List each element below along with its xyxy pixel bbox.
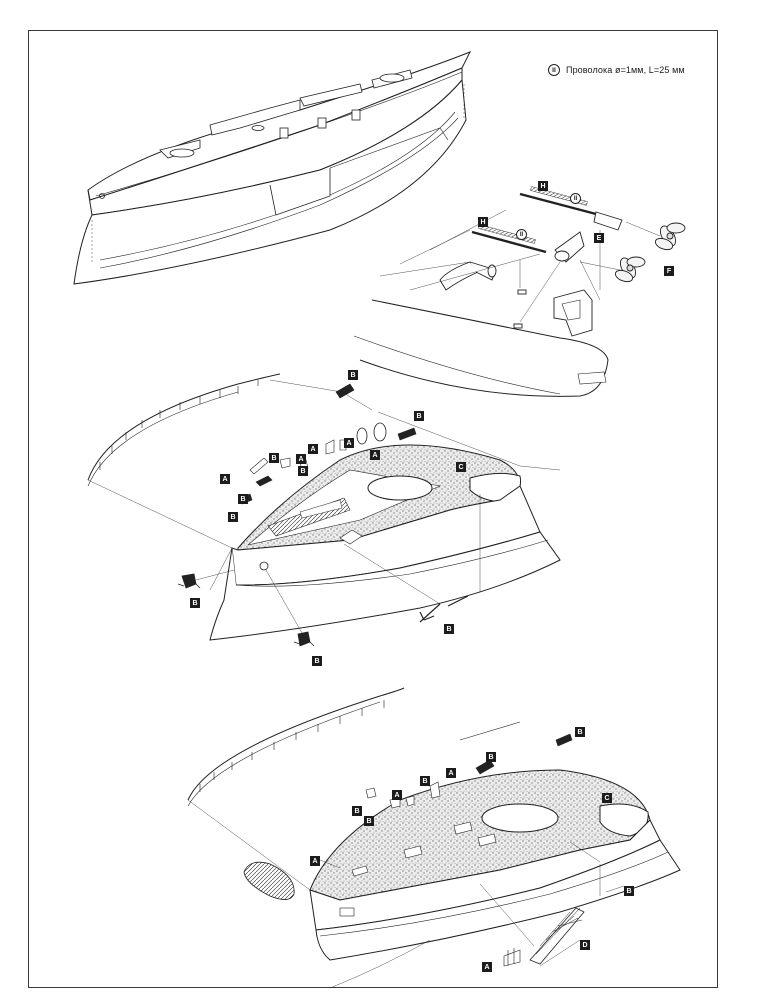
callout-wire-2: II — [516, 229, 527, 240]
callout-wire-1: II — [570, 193, 581, 204]
callout-a-m3: A — [296, 454, 306, 464]
callout-b-b1: B — [575, 727, 585, 737]
callout-a-m1: A — [344, 438, 354, 448]
callout-b-m2: B — [414, 411, 424, 421]
callout-c-b: C — [602, 793, 612, 803]
callout-b-b3: B — [420, 776, 430, 786]
callout-a-m4: A — [370, 450, 380, 460]
wire-marker: II — [548, 64, 560, 76]
callout-e: E — [594, 233, 604, 243]
callout-b-m7: B — [190, 598, 200, 608]
callout-b-m3: B — [269, 453, 279, 463]
callout-d-b: D — [580, 940, 590, 950]
callout-a-b1: A — [446, 768, 456, 778]
callout-b-m9: B — [312, 656, 322, 666]
stern-propeller-detail — [353, 186, 686, 397]
wire-note-text: Проволока ø=1мм, L=25 мм — [566, 65, 685, 75]
mid-section-assembly — [187, 687, 681, 989]
bow-section-assembly — [87, 373, 561, 647]
callout-a-m5: A — [220, 474, 230, 484]
callout-c-m: C — [456, 462, 466, 472]
callout-b-m5: B — [238, 494, 248, 504]
callout-b-m6: B — [228, 512, 238, 522]
callout-a-b2: A — [392, 790, 402, 800]
callout-h-1: H — [538, 181, 548, 191]
full-hull-assembly — [73, 51, 472, 285]
callout-f: F — [664, 266, 674, 276]
callout-b-m8: B — [444, 624, 454, 634]
callout-b-b2: B — [486, 752, 496, 762]
callout-h-2: H — [478, 217, 488, 227]
callout-b-b4: B — [352, 806, 362, 816]
callout-a-b4: A — [482, 962, 492, 972]
callout-b-m1: B — [348, 370, 358, 380]
callout-b-b6: B — [624, 886, 634, 896]
callout-b-m4: B — [298, 466, 308, 476]
callout-b-b5: B — [364, 816, 374, 826]
callout-a-m2: A — [308, 444, 318, 454]
callout-a-b3: A — [310, 856, 320, 866]
wire-note: II Проволока ø=1мм, L=25 мм — [548, 64, 685, 76]
page-frame — [28, 30, 718, 988]
